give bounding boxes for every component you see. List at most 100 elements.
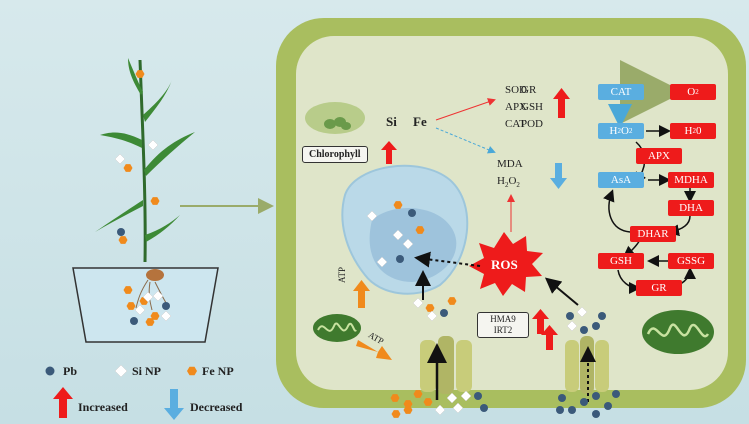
arrow-to-enzymes (435, 98, 496, 121)
transporter-left (420, 336, 472, 394)
fe-np-particle (403, 406, 413, 414)
ros-label: ROS (491, 257, 518, 272)
legend-fe-label: Fe NP (202, 364, 234, 378)
arrow-to-mda (435, 127, 496, 154)
pb-particle (580, 398, 588, 406)
legend-increase-arrow (53, 387, 73, 418)
si-np-particle (402, 238, 414, 250)
pb-particle (130, 317, 138, 325)
fe-np-particle (423, 398, 433, 406)
cycle-gr: GR (636, 280, 682, 296)
enzyme-apx: APX (505, 101, 528, 113)
gene-irt2: IRT2 (493, 325, 513, 335)
pb-particle (162, 302, 170, 310)
pb-particle (440, 309, 448, 317)
enzyme-gsh: GSH (521, 101, 544, 113)
si-np-particle (147, 139, 159, 151)
ros-burst (469, 232, 543, 296)
legend-pb-label: Pb (63, 364, 78, 378)
fe-np-particle (413, 390, 423, 398)
fe-np-particle (391, 410, 401, 418)
h2o2-label: H2O2 (497, 175, 520, 190)
fe-np-particle (425, 304, 435, 312)
fe-np-particle (150, 312, 160, 320)
si-np-particle (376, 256, 388, 268)
pb-particle (604, 402, 612, 410)
gene-hma9: HMA9 (490, 314, 516, 324)
atp-diagonal-arrow (356, 340, 392, 360)
si-np-particle (114, 153, 126, 165)
arrow-ros-vacuole (414, 251, 481, 268)
chloroplast (305, 102, 365, 134)
particles (45, 70, 620, 418)
fe-np-particle (187, 366, 197, 376)
si-np-particle (392, 229, 404, 241)
cycle-gsh: GSH (598, 253, 644, 269)
pb-particle (556, 406, 564, 414)
fe-np-particle (403, 400, 413, 408)
enzyme-cat: CAT (505, 118, 526, 130)
si-np-particle (412, 297, 424, 309)
increase-arrow-right (541, 325, 558, 350)
increase-arrow-transporters (532, 309, 549, 334)
si-np-particle (366, 210, 378, 222)
fe-np-particle (123, 286, 133, 294)
pb-particle (592, 322, 600, 330)
fe-np-particle (390, 394, 400, 402)
legend-increased-label: Increased (78, 400, 128, 414)
pb-particle (480, 404, 488, 412)
mitochondrion-left (313, 314, 361, 342)
fe-np-particle (150, 197, 160, 205)
fe-np-particle (135, 70, 145, 78)
cycle-mdha: MDHA (668, 172, 714, 188)
fe-label: Fe (413, 114, 427, 129)
plant-pot (72, 267, 219, 343)
pb-particle (566, 312, 574, 320)
fe-np-particle (447, 297, 457, 305)
si-np-particle (160, 310, 172, 322)
cycle-apx: APX (636, 148, 682, 164)
pb-particle (612, 390, 620, 398)
pb-particle (45, 366, 55, 376)
si-np-particle (114, 364, 128, 378)
increase-arrow-chlorophyll (381, 141, 397, 164)
si-np-particle (452, 402, 464, 414)
cycle-gssg: GSSG (668, 253, 714, 269)
legend-decreased-label: Decreased (190, 400, 243, 414)
decrease-arrow-mda (550, 163, 567, 189)
si-np-particle (566, 320, 578, 332)
pb-particle (396, 255, 404, 263)
si-label: Si (386, 114, 397, 129)
cycle-cat: CAT (598, 84, 644, 100)
pb-particle (474, 392, 482, 400)
fe-np-particle (118, 236, 128, 244)
increase-arrow-atp (353, 280, 370, 308)
fe-np-particle (123, 164, 133, 172)
mitochondrion-right (642, 310, 714, 354)
chlorophyll-label: Chlorophyll (302, 146, 368, 163)
transporter-genes: HMA9 IRT2 (477, 312, 529, 338)
legend-decrease-arrow (164, 389, 184, 420)
pb-particle (408, 209, 416, 217)
pb-particle (568, 406, 576, 414)
plant-illustration (95, 58, 195, 311)
fe-np-particle (126, 302, 136, 310)
pb-particle (592, 392, 600, 400)
pb-particle (580, 326, 588, 334)
fe-np-particle (393, 201, 403, 209)
si-np-particle (460, 390, 472, 402)
enzyme-sod: SOD (505, 84, 528, 96)
si-np-particle (134, 304, 146, 316)
increase-arrow-enzymes (553, 88, 570, 118)
vacuole (341, 164, 469, 295)
arrow-to-ros (544, 277, 579, 306)
pb-particle (592, 410, 600, 418)
pb-particle (558, 394, 566, 402)
si-np-particle (426, 310, 438, 322)
legend-si-label: Si NP (132, 364, 162, 378)
